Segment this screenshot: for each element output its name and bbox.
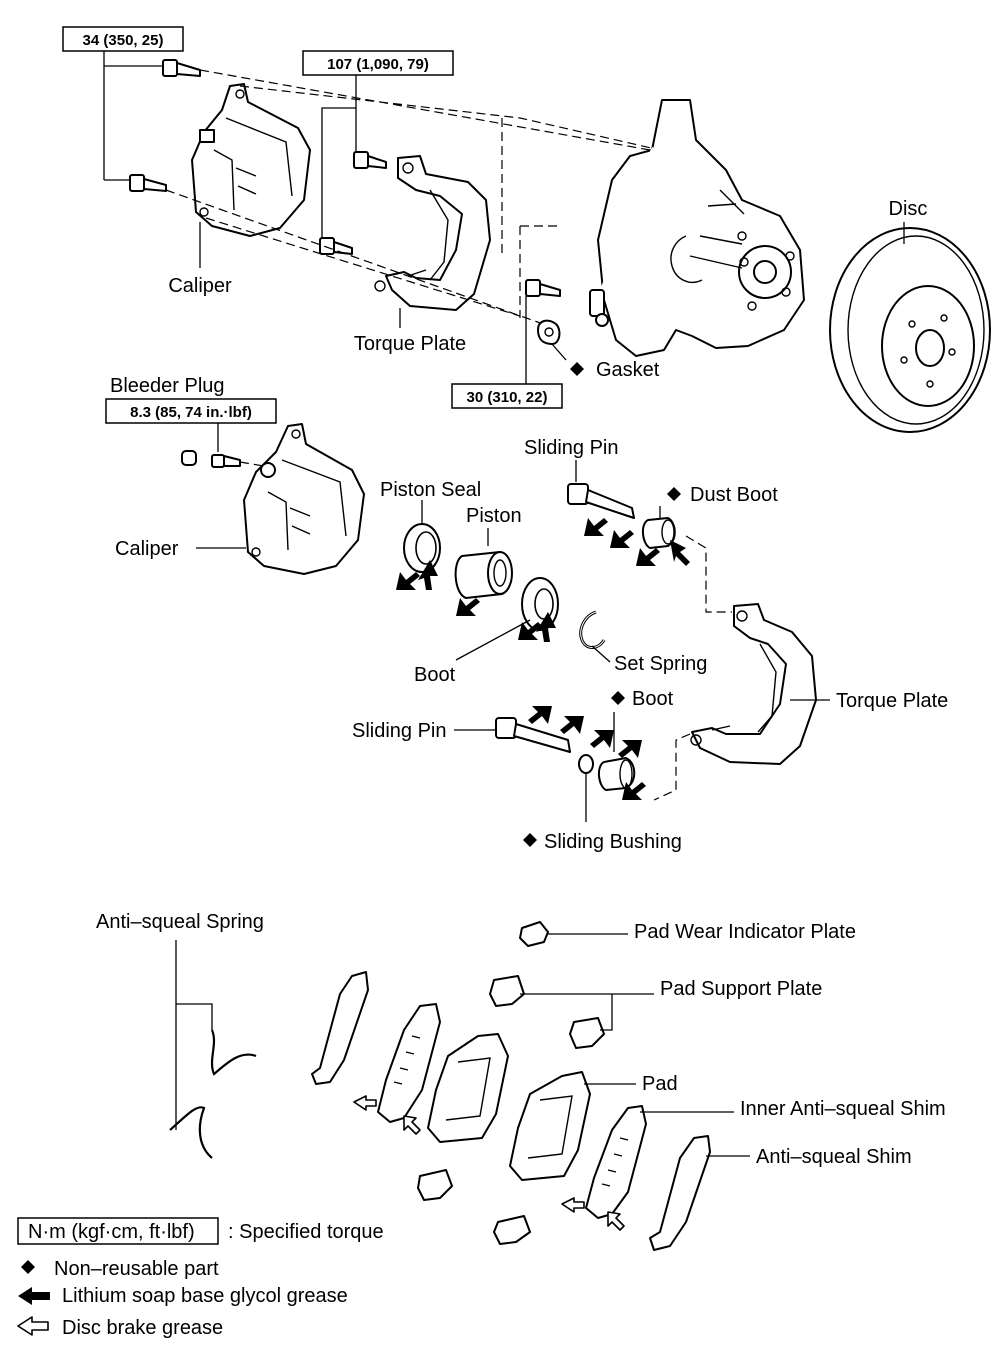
dust-boot (642, 517, 676, 549)
disc-grease-arrow-left-2 (403, 1115, 421, 1135)
anti-squeal-shim-left (311, 971, 369, 1085)
grease-arrow-pin-bottom-1 (528, 706, 552, 724)
caliper-bolt-lower (129, 174, 167, 192)
grease-arrow-piston (456, 598, 480, 616)
legend-torque-desc: : Specified torque (228, 1221, 384, 1243)
svg-text:8.3 (85, 74 in.·lbf): 8.3 (85, 74 in.·lbf) (130, 404, 252, 421)
anti-squeal-spring-label: Anti–squeal Spring (96, 911, 264, 933)
brake-hose (589, 147, 656, 327)
pad-support-plate-right (569, 1017, 605, 1049)
disc-grease-arrow-right-2 (607, 1211, 625, 1231)
torque-plate-bolt-upper (353, 151, 387, 169)
sliding-bushing (578, 754, 594, 774)
disc-grease-arrow-right-1 (561, 1197, 585, 1213)
sliding-pin-top (567, 483, 635, 519)
grease-arrow-boot-1 (518, 622, 542, 640)
torque-plate-top-label: Torque Plate (354, 333, 466, 355)
piston-seal-label: Piston Seal (380, 479, 481, 501)
gasket (537, 319, 561, 345)
sliding-bushing-diamond-icon (523, 833, 537, 847)
boot-right-label: Boot (632, 688, 674, 710)
hose-bolt (525, 279, 561, 297)
torque-plate-mid (690, 603, 817, 765)
grease-arrow-pin-bottom-2 (560, 716, 584, 734)
boot-left-label: Boot (414, 664, 456, 686)
piston-label: Piston (466, 505, 522, 527)
pad-support-plate-label: Pad Support Plate (660, 978, 822, 1000)
disc-grease-arrow-left-1 (353, 1095, 377, 1111)
brake-pad-left (427, 1033, 509, 1143)
caliper-mid (243, 423, 365, 575)
svg-text:34 (350, 25): 34 (350, 25) (83, 32, 164, 49)
gasket-diamond-icon (570, 362, 584, 376)
legend-non-reusable: Non–reusable part (54, 1258, 219, 1280)
disc-label: Disc (889, 198, 928, 220)
piston-seal (403, 523, 441, 573)
sliding-pin-top-label: Sliding Pin (524, 437, 619, 459)
sliding-pin-bottom-label: Sliding Pin (352, 720, 447, 742)
pad-support-plate-left (417, 1169, 453, 1201)
grease-arrow-piston-seal-2 (418, 560, 438, 590)
torque-plate-top (374, 155, 491, 311)
grease-arrow-bushing (590, 730, 614, 748)
caliper-top-label: Caliper (168, 275, 232, 297)
caliper-bolt-upper (162, 59, 201, 77)
legend-disc-grease: Disc brake grease (62, 1317, 223, 1339)
inner-anti-squeal-shim-right (585, 1105, 647, 1219)
brake-disc (829, 227, 991, 433)
legend: N·m (kgf·cm, ft·lbf) : Specified torque … (17, 1217, 384, 1339)
dust-boot-diamond-icon (667, 487, 681, 501)
grease-arrow-boot-right-2 (622, 782, 646, 800)
legend-lithium-grease: Lithium soap base glycol grease (62, 1285, 348, 1307)
hollow-arrow-icon (17, 1316, 49, 1336)
legend-torque-box-text: N·m (kgf·cm, ft·lbf) (28, 1221, 195, 1243)
boot-right (598, 757, 636, 791)
inner-anti-squeal-shim-label: Inner Anti–squeal Shim (740, 1098, 946, 1120)
boot-right-diamond-icon (611, 691, 625, 705)
pad-wear-indicator-plate (519, 921, 549, 947)
anti-squeal-spring-lower (169, 1106, 213, 1159)
torque-box-torque-plate-bolts: 107 (1,090, 79) (302, 50, 454, 76)
bleeder-cap (181, 450, 197, 466)
svg-text:107 (1,090, 79): 107 (1,090, 79) (327, 56, 429, 73)
grease-arrow-dust-boot-2 (670, 540, 690, 566)
filled-arrow-icon (18, 1287, 50, 1305)
brake-pad-right (509, 1071, 591, 1181)
set-spring (579, 610, 606, 649)
piston (454, 551, 513, 599)
torque-box-bleeder-plug: 8.3 (85, 74 in.·lbf) (105, 398, 277, 424)
grease-arrow-boot-2 (536, 612, 556, 642)
sliding-bushing-label: Sliding Bushing (544, 831, 682, 853)
torque-plate-bolt-lower (319, 237, 353, 255)
sliding-pin-bottom (495, 717, 571, 753)
anti-squeal-spring-upper (210, 1029, 257, 1076)
inner-anti-squeal-shim-left (377, 1003, 441, 1123)
gasket-label: Gasket (596, 359, 660, 381)
steering-knuckle (597, 99, 805, 357)
set-spring-label: Set Spring (614, 653, 707, 675)
torque-box-caliper-bolts: 34 (350, 25) (62, 26, 184, 52)
diamond-icon (21, 1260, 35, 1274)
caliper-mid-label: Caliper (115, 538, 179, 560)
pad-label: Pad (642, 1073, 678, 1095)
bleeder-plug (211, 454, 241, 468)
grease-arrow-boot-right-1 (618, 740, 642, 758)
svg-text:30 (310, 22): 30 (310, 22) (467, 389, 548, 406)
grease-arrow-piston-seal-1 (396, 572, 420, 590)
grease-arrow-dust-boot-1 (636, 548, 660, 566)
anti-squeal-shim-label: Anti–squeal Shim (756, 1146, 912, 1168)
pad-wear-indicator-plate-label: Pad Wear Indicator Plate (634, 921, 856, 943)
grease-arrow-pin-top-1 (584, 518, 608, 536)
dust-boot-label: Dust Boot (690, 484, 778, 506)
torque-box-hose-bolt: 30 (310, 22) (451, 383, 563, 409)
grease-arrow-pin-top-2 (610, 530, 634, 548)
pad-support-plate-bottom (493, 1215, 531, 1245)
torque-plate-mid-label: Torque Plate (836, 690, 948, 712)
caliper-top (191, 83, 311, 237)
bleeder-plug-label: Bleeder Plug (110, 375, 225, 397)
anti-squeal-shim-right (649, 1135, 711, 1251)
pad-support-plate-top (489, 975, 525, 1007)
